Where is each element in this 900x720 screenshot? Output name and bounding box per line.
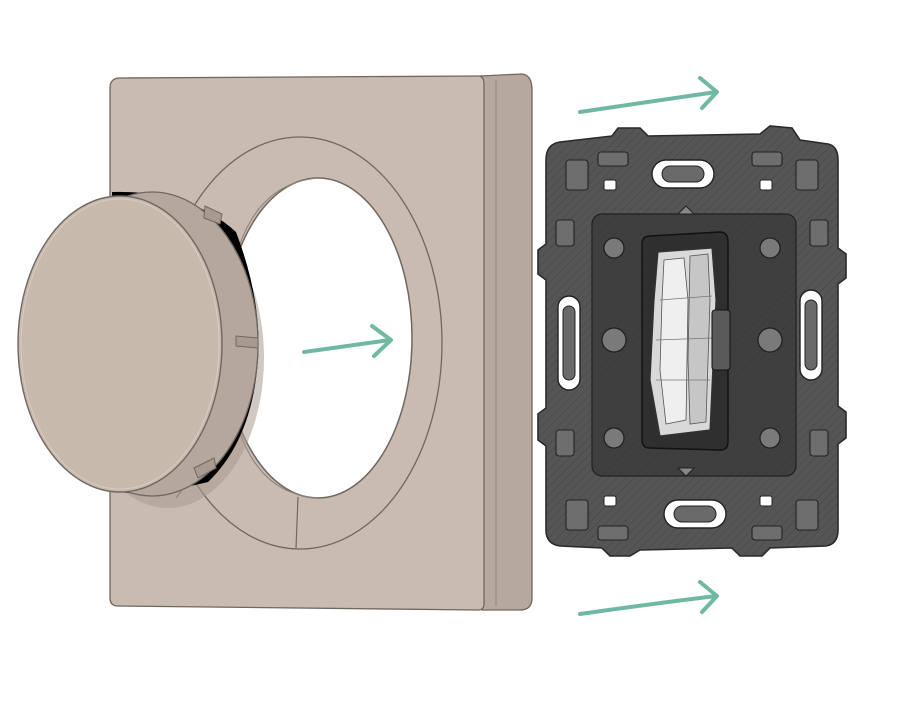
round-cap — [17, 191, 264, 508]
switch-mechanism — [537, 125, 847, 557]
assembly-arrows — [302, 76, 719, 616]
round-cap-icon — [17, 191, 264, 508]
arrow-center-icon — [302, 324, 393, 358]
arrow-top-icon — [578, 76, 719, 114]
arrow-bottom-icon — [578, 580, 719, 616]
switch-mechanism-icon — [537, 125, 847, 557]
